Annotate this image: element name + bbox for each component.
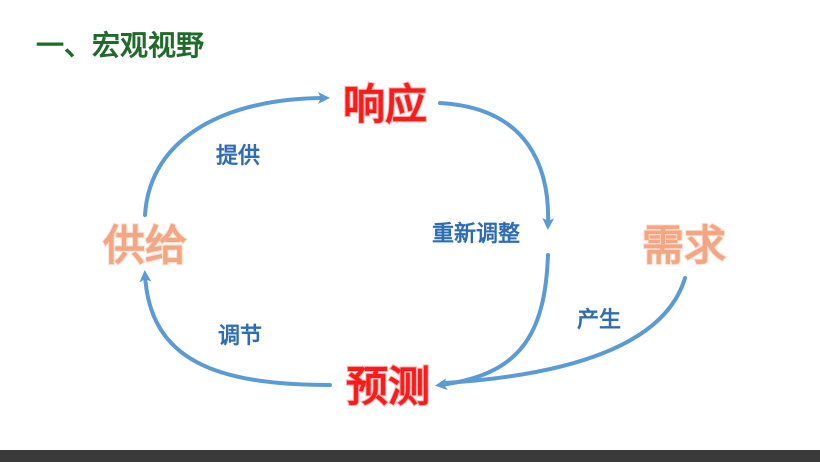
label-readjust: 重新调整 xyxy=(432,221,520,247)
node-response: 响应 xyxy=(343,80,427,129)
arrow-readjust-tail xyxy=(435,253,550,391)
node-demand: 需求 xyxy=(642,221,726,270)
arrow-forecast-to-supply xyxy=(139,270,332,387)
page-title: 一、宏观视野 xyxy=(36,29,205,62)
label-generate: 产生 xyxy=(577,308,621,333)
label-provide: 提供 xyxy=(216,143,260,169)
arrow-demand-to-forecast xyxy=(443,276,687,385)
label-adjust: 调节 xyxy=(218,324,262,349)
node-supply: 供给 xyxy=(103,221,187,270)
bottom-bar xyxy=(0,450,820,462)
arrow-response-to-forecast xyxy=(438,101,555,230)
node-forecast: 预测 xyxy=(346,362,430,411)
arrow-supply-to-response xyxy=(143,92,330,217)
